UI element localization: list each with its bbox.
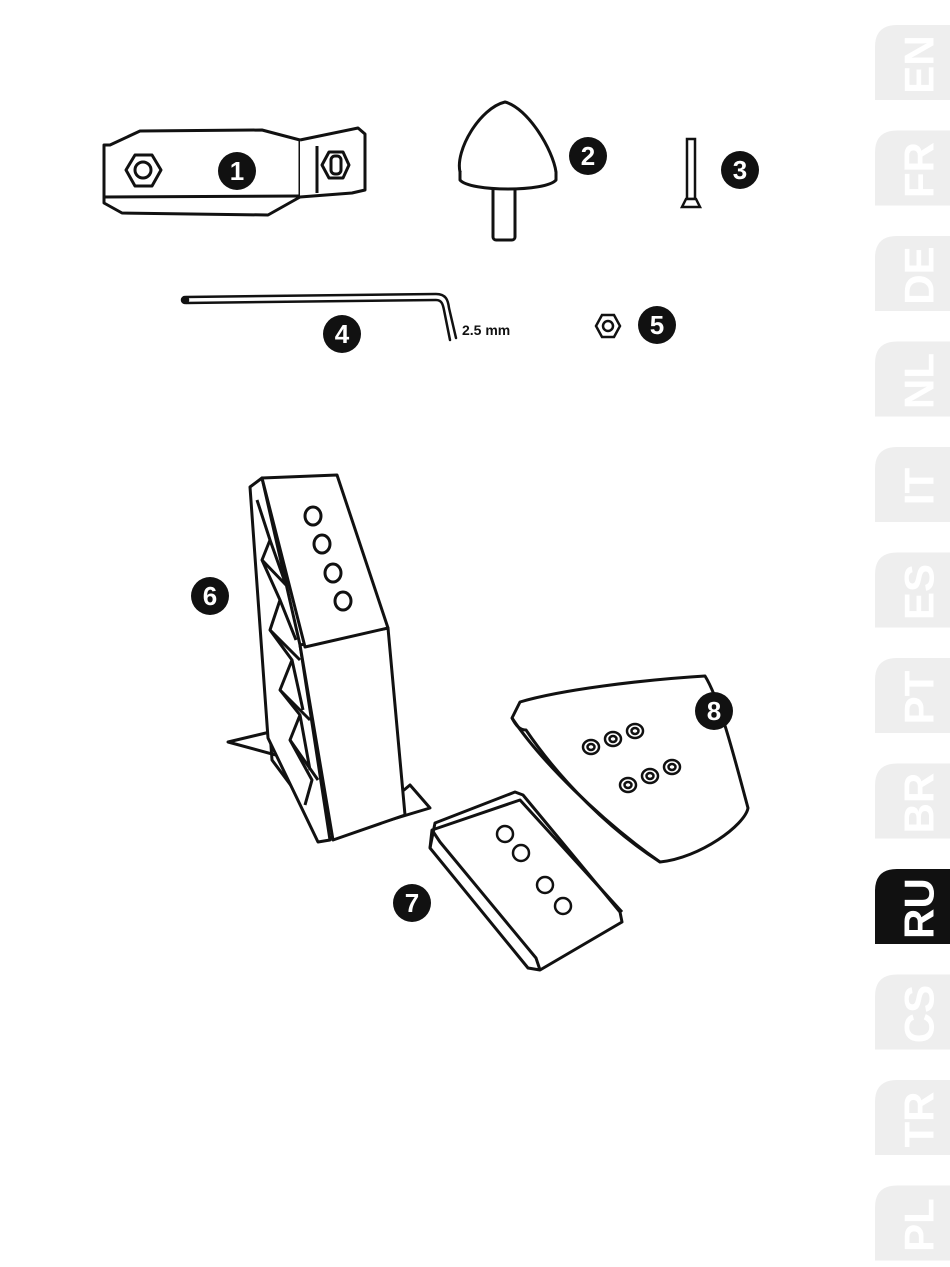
- language-tab-ru[interactable]: RU: [875, 869, 950, 944]
- language-tab-it[interactable]: IT: [875, 447, 950, 522]
- language-tab-label: PL: [896, 1198, 943, 1252]
- part-hex-key: [182, 294, 456, 340]
- part-small-pad: [430, 792, 622, 970]
- part-screw: [682, 139, 700, 207]
- language-tab-label: DE: [896, 246, 943, 304]
- language-tab-tr[interactable]: TR: [875, 1080, 950, 1155]
- badge-1-label: 1: [230, 156, 244, 186]
- badge-6: 6: [191, 577, 229, 615]
- language-tab-de[interactable]: DE: [875, 236, 950, 311]
- badge-7-label: 7: [405, 888, 419, 918]
- badge-4: 4: [323, 315, 361, 353]
- badge-3: 3: [721, 151, 759, 189]
- language-tab-label: TR: [896, 1092, 943, 1148]
- badge-8-label: 8: [707, 696, 721, 726]
- badge-3-label: 3: [733, 155, 747, 185]
- language-tab-label: CS: [896, 985, 943, 1043]
- part-nut: [596, 315, 620, 337]
- language-tab-strip: EN FR DE NL IT ES PT BR RU CS TR PL: [875, 25, 950, 1261]
- part-pedal-arm: [228, 475, 430, 842]
- language-tab-label: BR: [896, 773, 943, 834]
- language-tab-fr[interactable]: FR: [875, 131, 950, 206]
- hex-key-size-label: 2.5 mm: [462, 322, 510, 338]
- language-tab-label: PT: [896, 670, 943, 724]
- language-tab-label: RU: [896, 878, 943, 939]
- language-tab-label: ES: [896, 564, 943, 620]
- language-tab-label: EN: [896, 35, 943, 93]
- badge-5: 5: [638, 306, 676, 344]
- part-cone: [459, 102, 556, 240]
- language-tab-label: FR: [896, 142, 943, 198]
- language-tab-label: NL: [896, 353, 943, 409]
- language-tab-cs[interactable]: CS: [875, 975, 950, 1050]
- language-tab-nl[interactable]: NL: [875, 342, 950, 417]
- language-tab-label: IT: [896, 467, 943, 505]
- badge-7: 7: [393, 884, 431, 922]
- badge-5-label: 5: [650, 310, 664, 340]
- badge-8: 8: [695, 692, 733, 730]
- language-tab-br[interactable]: BR: [875, 764, 950, 839]
- language-tab-es[interactable]: ES: [875, 553, 950, 628]
- language-tab-pt[interactable]: PT: [875, 658, 950, 733]
- badge-6-label: 6: [203, 581, 217, 611]
- badge-1: 1: [218, 152, 256, 190]
- language-tab-en[interactable]: EN: [875, 25, 950, 100]
- badge-4-label: 4: [335, 319, 350, 349]
- badge-2-label: 2: [581, 141, 595, 171]
- language-tab-pl[interactable]: PL: [875, 1186, 950, 1261]
- badge-2: 2: [569, 137, 607, 175]
